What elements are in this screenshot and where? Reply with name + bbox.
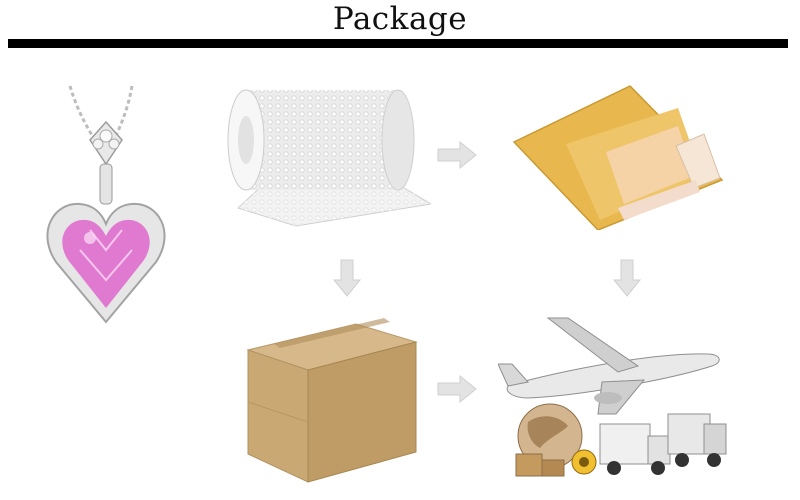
title-underline — [8, 39, 788, 48]
page-title: Package — [332, 1, 468, 37]
airplane-truck-globe-icon — [498, 316, 728, 482]
arrow-down-icon — [332, 258, 362, 303]
padded-envelope-icon — [508, 80, 728, 230]
arrow-down-icon — [612, 258, 642, 303]
arrow-right-icon — [436, 374, 478, 409]
carton-box-icon — [244, 314, 419, 484]
arrow-right-icon — [436, 140, 478, 175]
heart-pendant-icon — [40, 80, 180, 335]
bubble-wrap-roll-icon — [226, 70, 431, 235]
